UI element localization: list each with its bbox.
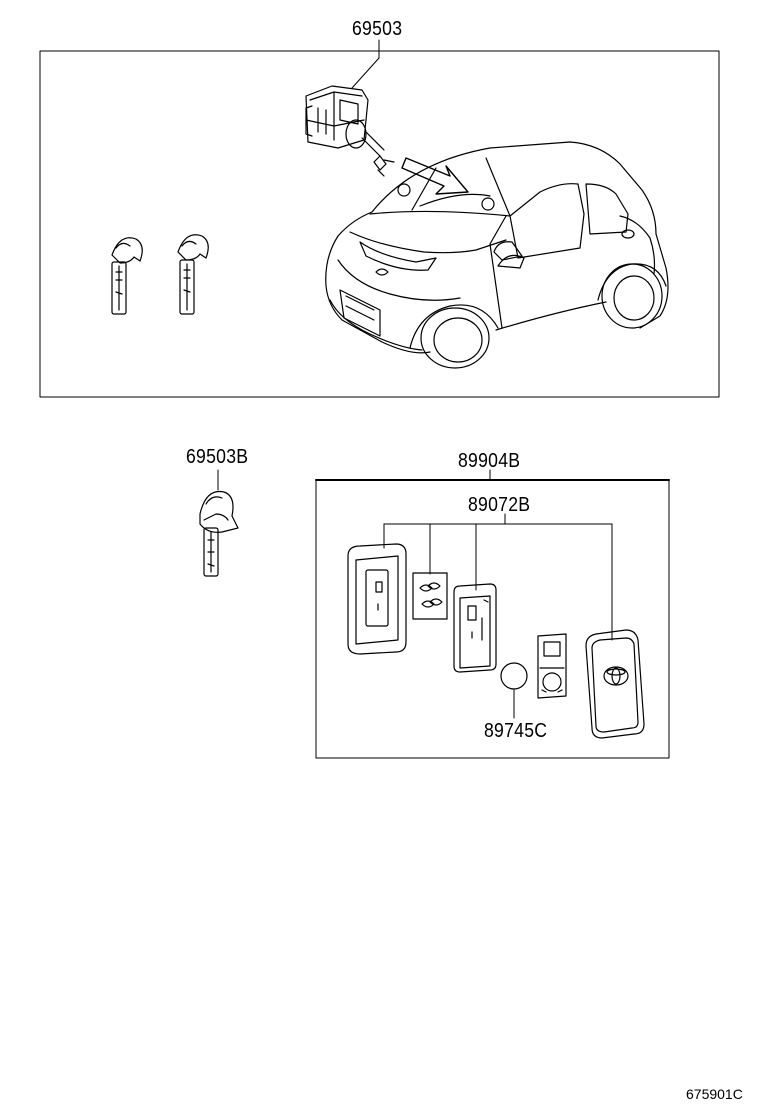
coin-battery [500, 662, 528, 690]
lock-set-leader-to-cylinder [351, 57, 380, 89]
part-label-key-blank: 69503B [186, 446, 249, 468]
housing-bracket [383, 513, 613, 641]
part-label-battery: 89745C [484, 720, 548, 742]
circuit-board [537, 633, 567, 699]
button-pads [412, 572, 448, 620]
key-inner-frame [453, 583, 497, 673]
part-label-transmitter-housing: 89072B [468, 494, 531, 516]
arrow-icon [401, 157, 469, 195]
mechanical-key-left [111, 237, 143, 315]
key-blank [199, 490, 239, 577]
key-housing-back [347, 543, 407, 655]
toyota-logo-icon [603, 666, 629, 686]
lock-set-frame [39, 50, 720, 398]
figure-code: 675901C [686, 1086, 743, 1102]
part-label-lock-set: 69503 [352, 18, 403, 40]
part-label-smart-key-set: 89904B [458, 450, 521, 472]
car-illustration [325, 141, 669, 369]
mechanical-key-right [177, 234, 209, 315]
key-front-cover [585, 629, 645, 739]
door-lock-cylinder [305, 85, 395, 177]
smart-key-frame [315, 479, 670, 759]
